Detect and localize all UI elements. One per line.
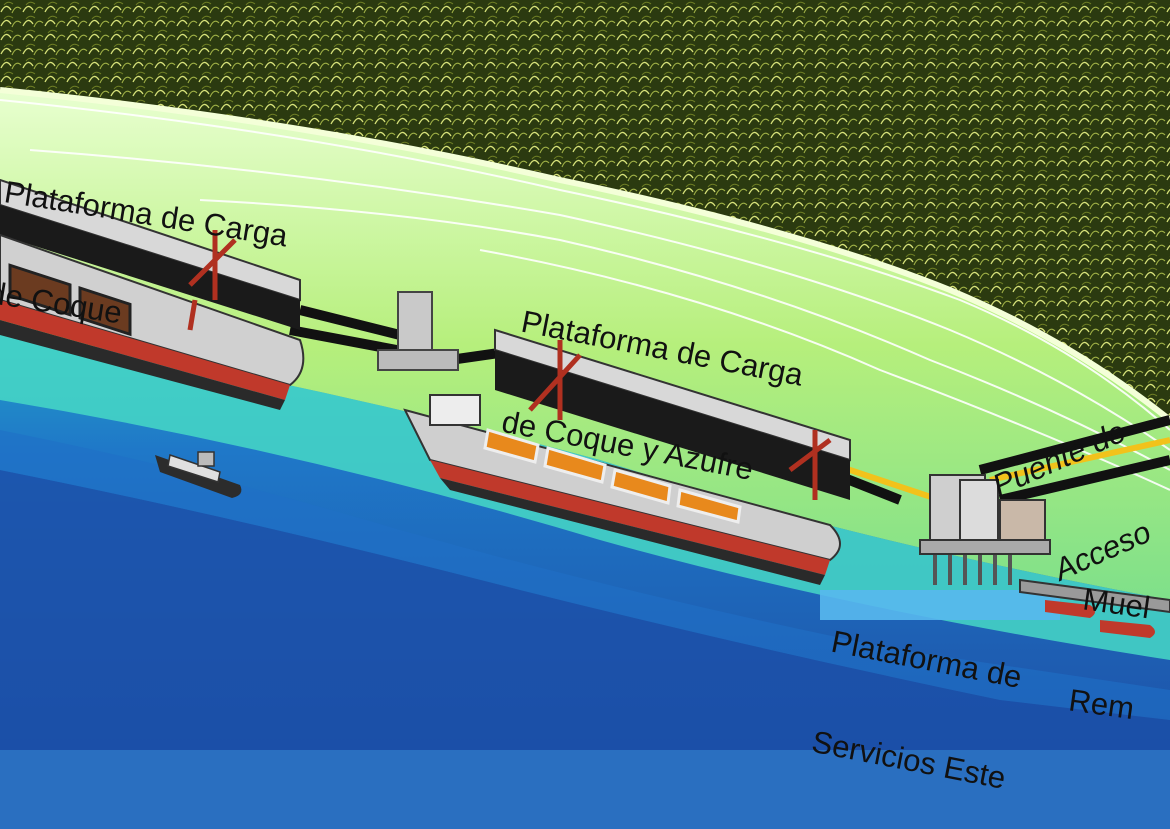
forest-edge: [0, 87, 1170, 423]
deep-water-edge: [0, 430, 1170, 720]
label-bridge-line1: Puente de: [987, 413, 1131, 504]
transfer-tower: [377, 291, 459, 371]
label-coke-platform: Plataforma de Carga de Coque: [0, 108, 301, 388]
label-services-line1: Plataforma de: [828, 623, 1025, 695]
tug-boat: [155, 451, 242, 498]
terminal-illustration: [0, 0, 1170, 750]
label-coke-sulfur-line2: de Coque y Azufre: [499, 403, 757, 487]
shiploader-coke: [187, 230, 237, 331]
shiploader-coke-sulfur: [528, 340, 832, 500]
label-coke-platform-line1: Plataforma de Carga: [2, 174, 291, 254]
ship-coke-sulfur: [403, 394, 841, 585]
label-tug-dock-line2: Rem: [1066, 682, 1137, 727]
label-coke-sulfur-line1: Plataforma de Carga: [518, 303, 807, 393]
tug-dock: [1019, 578, 1170, 638]
shore-land: [0, 90, 1170, 600]
services-platform: [820, 474, 1060, 620]
forest: [0, 0, 1170, 420]
label-coke-platform-line2: de Coque: [0, 274, 125, 331]
pier-coke: [0, 178, 301, 330]
label-services-line2: Servicios Este: [809, 723, 1009, 796]
deep-water: [0, 470, 1170, 750]
ship-coke: [0, 233, 305, 410]
label-tug-dock-line1: Muel: [1080, 581, 1153, 626]
pier-coke-sulfur: [494, 328, 851, 500]
